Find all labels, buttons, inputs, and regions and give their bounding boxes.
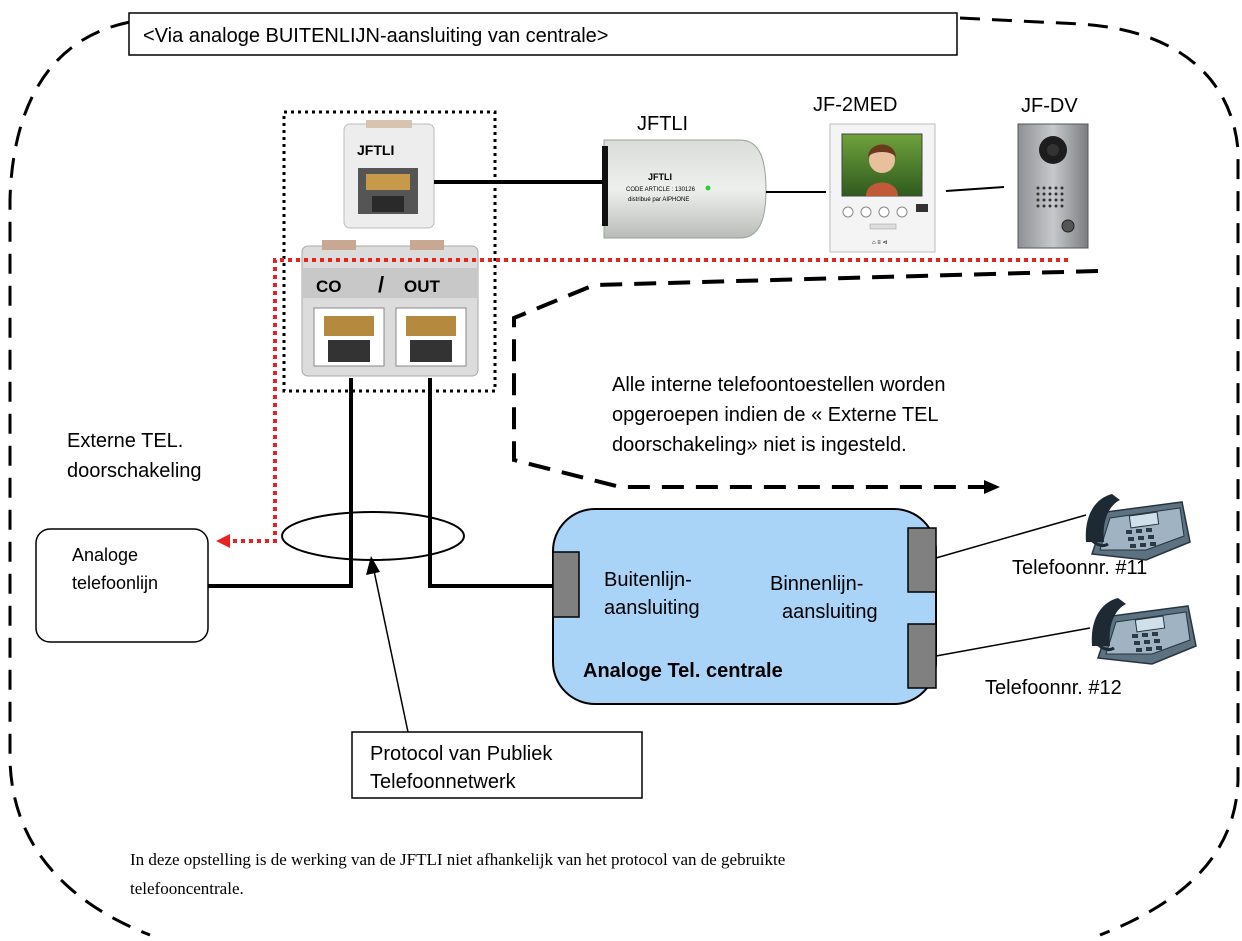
analog-line-label-2: telefoonlijn	[72, 573, 158, 593]
co-label: CO	[316, 277, 342, 296]
analog-line-box	[35, 528, 209, 643]
protocol-pointer-arrow	[372, 565, 409, 733]
external-transfer-label-1: Externe TEL.	[67, 430, 183, 452]
phone-11-label: Telefoonnr. #11	[1012, 557, 1147, 579]
jftli-port-label: JFTLI	[357, 142, 394, 158]
monitor-label: JF-2MED	[813, 94, 897, 116]
pbx-outer-line-port	[552, 551, 580, 618]
wire-bundle-ellipse	[281, 511, 465, 561]
door-call-button	[1061, 219, 1075, 233]
wire-out-to-pbx	[428, 378, 558, 588]
pbx-inner-label-2: aansluiting	[782, 601, 878, 623]
pbx-name: Analoge Tel. centrale	[583, 660, 783, 682]
svg-text:⌂ ≡ ⊲: ⌂ ≡ ⊲	[872, 240, 888, 246]
external-transfer-label-2: doorschakeling	[67, 460, 202, 482]
jftli-device: JFTLI CODE ARTICLE : 130126 distribué pa…	[602, 139, 767, 239]
jftli-device-name: JFTLI	[648, 172, 672, 182]
title-box	[128, 12, 958, 56]
phone-11-icon	[1085, 494, 1191, 561]
slash-label: /	[378, 272, 384, 297]
footnote-line-1: In deze opstelling is de werking van de …	[130, 850, 785, 869]
footnote-line-2: telefooncentrale.	[130, 879, 244, 898]
jftli-device-label: JFTLI	[637, 113, 688, 135]
protocol-pointer-arrowhead	[366, 556, 380, 575]
monitor-device: ⌂ ≡ ⊲	[829, 123, 936, 253]
external-transfer-path	[230, 258, 1068, 543]
external-transfer-arrowhead	[216, 534, 230, 548]
co-out-jack: CO / OUT	[301, 240, 479, 377]
protocol-box	[351, 731, 643, 799]
jftli-device-code: CODE ARTICLE : 130126	[626, 187, 696, 193]
pbx-outer-label-1: Buitenlijn-	[604, 569, 692, 591]
wire-pbx-to-phone-12	[935, 627, 1091, 657]
all-phones-note-2: opgeroepen indien de « Externe TEL	[612, 404, 939, 426]
jftli-led	[705, 185, 711, 191]
internal-call-path	[512, 269, 1099, 489]
phone-12-label: Telefoonnr. #12	[985, 677, 1122, 699]
pbx-inner-line-port-1	[907, 527, 937, 593]
page-title: <Via analoge BUITENLIJN-aansluiting van …	[143, 25, 608, 47]
internal-call-arrowhead	[984, 480, 1000, 494]
all-phones-note-3: doorschakeling» niet is ingesteld.	[612, 434, 907, 456]
wire-pbx-to-phone-11	[935, 514, 1087, 559]
phone-12-icon	[1091, 598, 1197, 665]
pbx-outer-label-2: aansluiting	[604, 597, 700, 619]
outer-dashed-border	[8, 16, 1240, 937]
jftli-device-dist: distribué par AIPHONE	[628, 197, 689, 203]
pbx-inner-label-1: Binnenlijn-	[770, 573, 863, 595]
protocol-label-2: Telefoonnetwerk	[370, 771, 517, 793]
adapter-dotted-box	[282, 110, 497, 393]
out-label: OUT	[404, 277, 441, 296]
door-station-label: JF-DV	[1021, 95, 1078, 117]
wire-co-to-analog-line	[208, 378, 353, 588]
cable-monitor-to-door	[945, 186, 1005, 192]
analog-line-label-1: Analoge	[72, 545, 138, 565]
jftli-port-jack: JFTLI	[343, 120, 435, 229]
door-station-device	[1017, 123, 1089, 249]
protocol-label-1: Protocol van Publiek	[370, 743, 553, 765]
all-phones-note-1: Alle interne telefoontoestellen worden	[612, 374, 946, 396]
pbx-inner-line-port-2	[907, 623, 937, 689]
